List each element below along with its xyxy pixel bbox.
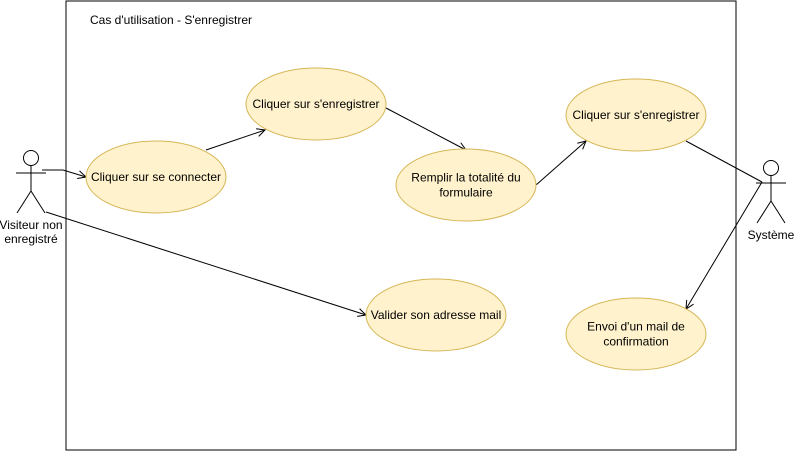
usecase-ellipse — [365, 278, 507, 352]
usecase-label: Valider son adresse mail — [371, 308, 502, 322]
association-system-to-uc-confirm-mail — [686, 181, 763, 309]
usecase-ellipse — [565, 78, 707, 152]
actor-label: Système — [748, 228, 795, 242]
usecase-label: Remplir la totalité du — [411, 171, 520, 185]
actor-figure-icon — [16, 150, 46, 214]
usecase-label: Cliquer sur se connecter — [91, 170, 221, 184]
usecase-label: confirmation — [603, 335, 668, 349]
usecase-ellipse — [245, 67, 387, 141]
association-visitor-to-uc-validate-mail — [45, 211, 366, 315]
usecase-label: Cliquer sur s'enregistrer — [252, 97, 379, 111]
association-uc-connect-to-uc-register-1 — [205, 130, 265, 151]
usecase-ellipse — [85, 140, 227, 214]
usecase-ellipse — [565, 297, 707, 371]
usecase-uc-register-2[interactable]: Cliquer sur s'enregistrer — [565, 78, 707, 152]
usecase-uc-validate-mail[interactable]: Valider son adresse mail — [365, 278, 507, 352]
actor-label: Visiteur non — [0, 218, 63, 232]
actor-system[interactable]: Système — [748, 160, 795, 243]
usecase-label: Envoi d'un mail de — [587, 320, 685, 334]
usecase-label: Cliquer sur s'enregistrer — [572, 108, 699, 122]
usecase-uc-register-1[interactable]: Cliquer sur s'enregistrer — [245, 67, 387, 141]
association-uc-register-1-to-uc-fill-form — [385, 107, 466, 150]
actor-figure-icon — [756, 160, 786, 224]
association-uc-register-2-to-system — [685, 140, 763, 183]
association-visitor-to-uc-connect — [42, 169, 86, 177]
usecase-label: formulaire — [439, 186, 493, 200]
boundary-title: Cas d'utilisation - S'enregistrer — [90, 13, 252, 27]
system-boundary — [65, 0, 737, 451]
association-uc-fill-form-to-uc-register-2 — [535, 141, 586, 186]
actor-label: enregistré — [4, 232, 58, 246]
usecase-ellipse — [395, 148, 537, 222]
usecase-uc-connect[interactable]: Cliquer sur se connecter — [85, 140, 227, 214]
